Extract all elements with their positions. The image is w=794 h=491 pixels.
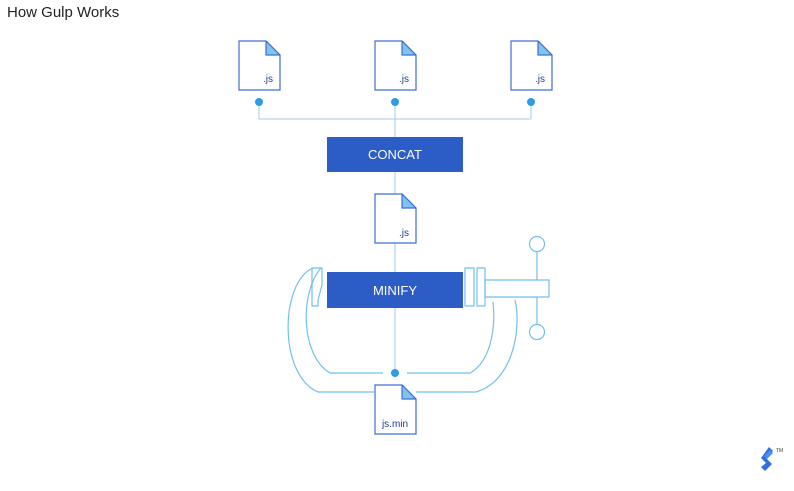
toptal-logo-icon: TM bbox=[761, 447, 783, 471]
clamp-handle-knob-top bbox=[528, 235, 546, 253]
file-label: js.min bbox=[381, 419, 408, 430]
connector-dot bbox=[527, 98, 535, 106]
trademark-label: TM bbox=[776, 448, 783, 454]
file-fold bbox=[537, 40, 553, 56]
file-label: .js bbox=[263, 74, 273, 85]
intermediate-file: .js bbox=[374, 193, 417, 244]
clamp-frame-inner bbox=[305, 267, 495, 374]
input-file-1: .js bbox=[238, 40, 281, 91]
logo-mark-accent bbox=[764, 450, 773, 459]
file-fold bbox=[401, 193, 417, 209]
input-file-2: .js bbox=[374, 40, 417, 91]
clamp-frame-outer bbox=[287, 267, 518, 393]
connector-dot bbox=[255, 98, 263, 106]
file-label: .js bbox=[399, 228, 409, 239]
clamp-handle-knob-bottom bbox=[528, 323, 546, 341]
connector-lines bbox=[258, 102, 532, 373]
clamp-screw bbox=[484, 279, 550, 298]
file-fold bbox=[401, 384, 417, 400]
clamp-jaw-pad bbox=[476, 267, 486, 307]
input-file-3: .js bbox=[510, 40, 553, 91]
file-label: .js bbox=[399, 74, 409, 85]
file-fold bbox=[401, 40, 417, 56]
minify-step: MINIFY bbox=[327, 272, 463, 308]
clamp-icon bbox=[287, 235, 550, 393]
connector-dots bbox=[255, 98, 535, 377]
file-label: .js bbox=[535, 74, 545, 85]
concat-box bbox=[327, 137, 463, 172]
concat-label: CONCAT bbox=[368, 147, 422, 162]
connector-dot bbox=[391, 369, 399, 377]
connector-dot bbox=[391, 98, 399, 106]
minify-box bbox=[327, 272, 463, 308]
clamp-moving-jaw bbox=[464, 267, 475, 307]
output-file: js.min bbox=[374, 384, 417, 435]
clamp-fixed-jaw bbox=[311, 267, 323, 307]
minify-label: MINIFY bbox=[373, 283, 417, 298]
concat-step: CONCAT bbox=[327, 137, 463, 172]
file-fold bbox=[265, 40, 281, 56]
page-title: How Gulp Works bbox=[7, 4, 120, 21]
